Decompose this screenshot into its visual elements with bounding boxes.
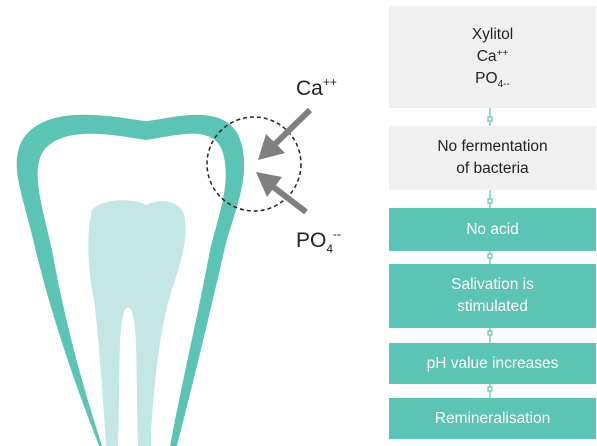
phosphate-base: PO bbox=[296, 229, 326, 252]
step-salivation: Salivation is stimulated bbox=[389, 264, 596, 328]
step-no-fermentation: No fermentation of bacteria bbox=[389, 126, 596, 190]
step-xylitol: Xylitol Ca++ PO4-- bbox=[389, 6, 596, 108]
step-no-acid-line: No acid bbox=[466, 219, 519, 241]
calcium-arrow-icon bbox=[258, 110, 310, 160]
step-salivation-line-1: Salivation is bbox=[451, 274, 534, 296]
step-salivation-line-2: stimulated bbox=[457, 296, 528, 318]
step-ph-increases-line: pH value increases bbox=[427, 353, 559, 375]
step-ph-increases: pH value increases bbox=[389, 343, 596, 384]
step-phosphate-charge: -- bbox=[503, 79, 510, 90]
tooth-illustration bbox=[0, 0, 380, 446]
step-phosphate-line: PO4-- bbox=[475, 68, 510, 90]
process-flowchart: Xylitol Ca++ PO4-- No fermentation of ba… bbox=[389, 0, 596, 446]
step-no-fermentation-line-1: No fermentation bbox=[437, 136, 547, 158]
calcium-base: Ca bbox=[296, 77, 323, 100]
step-calcium-base: Ca bbox=[477, 48, 497, 65]
phosphate-label: PO4-- bbox=[296, 230, 341, 255]
step-phosphate-base: PO bbox=[475, 70, 497, 87]
step-no-fermentation-line-2: of bacteria bbox=[456, 158, 528, 180]
step-no-acid: No acid bbox=[389, 208, 596, 251]
calcium-charge: ++ bbox=[323, 75, 337, 89]
phosphate-subscript: 4 bbox=[326, 242, 333, 256]
step-calcium-charge: ++ bbox=[497, 48, 509, 59]
phosphate-charge: -- bbox=[333, 227, 341, 241]
calcium-label: Ca++ bbox=[296, 78, 337, 99]
step-remineralisation: Remineralisation bbox=[389, 398, 596, 439]
step-calcium-line: Ca++ bbox=[477, 46, 509, 68]
step-xylitol-line: Xylitol bbox=[472, 24, 513, 46]
step-remineralisation-line: Remineralisation bbox=[435, 408, 550, 430]
